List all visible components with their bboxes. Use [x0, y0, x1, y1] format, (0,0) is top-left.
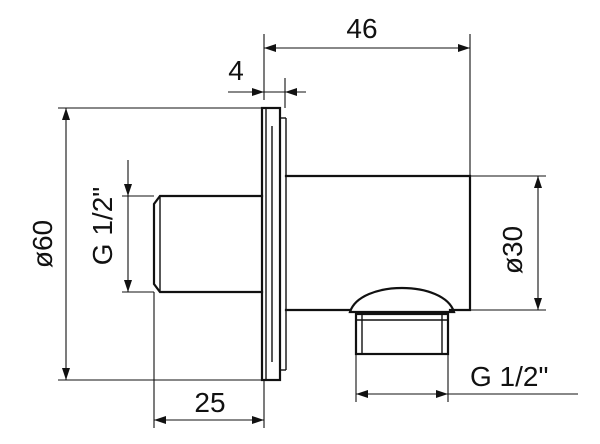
flange-diameter-label: ø60: [27, 220, 58, 268]
inlet-thread: [152, 194, 264, 294]
part-outline: [152, 106, 472, 382]
dimension-body-diameter: ø30: [470, 175, 546, 311]
overall-length-label: 46: [346, 13, 377, 44]
dimension-outlet-thread: G 1/2": [355, 354, 578, 402]
dimension-flange-thickness: 4: [228, 55, 306, 108]
flange-thickness-label: 4: [228, 55, 244, 86]
dimension-flange-diameter: ø60: [27, 107, 262, 381]
flange: [260, 106, 282, 382]
outlet-thread-label: G 1/2": [470, 361, 548, 392]
body-diameter-label: ø30: [497, 226, 528, 274]
inlet-length-label: 25: [194, 387, 225, 418]
outlet-thread: [354, 312, 450, 356]
inlet-thread-label: G 1/2": [87, 187, 118, 265]
dimension-overall-length: 46: [263, 13, 471, 176]
dimension-inlet-length: 25: [153, 292, 265, 428]
dimension-inlet-thread: G 1/2": [87, 160, 154, 293]
outlet-dome: [348, 287, 456, 314]
